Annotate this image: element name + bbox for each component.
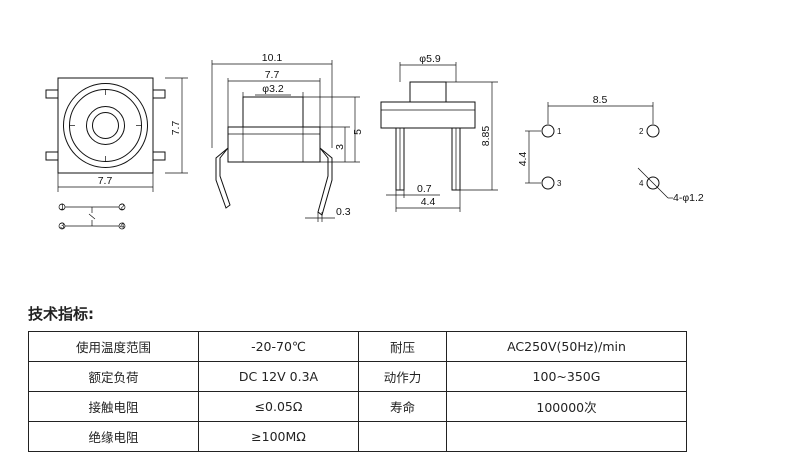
technical-drawing: 7.7 7.7 1 2 3 4 10.1 [45, 52, 704, 231]
schematic-pin-2: 2 [120, 203, 125, 212]
pcb-layout: 1 2 3 4 8.5 4.4 4-φ1.2 [517, 94, 704, 204]
side-view-height-dim: 5 [352, 129, 364, 135]
spec-label: 耐压 [358, 331, 447, 362]
top-view-height-dim: 7.7 [170, 121, 182, 136]
pcb-hole-dim: 4-φ1.2 [673, 192, 704, 204]
spec-value: AC250V(50Hz)/min [446, 331, 687, 362]
side-view-overall-dim: 10.1 [262, 52, 283, 64]
spec-value: 100000次 [446, 391, 687, 422]
spec-value: ≥100MΩ [198, 421, 359, 452]
spec-label: 动作力 [358, 361, 447, 392]
spec-value: DC 12V 0.3A [198, 361, 359, 392]
pcb-pin-1: 1 [557, 127, 562, 136]
spec-label: 额定负荷 [28, 361, 199, 392]
switch-schematic: 1 2 3 4 [58, 203, 126, 231]
spec-label: 绝缘电阻 [28, 421, 199, 452]
side-view-lead-dim: 0.3 [336, 206, 351, 218]
schematic-pin-4: 4 [120, 222, 125, 231]
pcb-pin-2: 2 [639, 127, 644, 136]
front-view-pitch-dim: 4.4 [421, 196, 436, 208]
spec-table: 使用温度范围 -20-70℃ 耐压 AC250V(50Hz)/min 额定负荷 … [28, 331, 687, 452]
table-row: 额定负荷 DC 12V 0.3A 动作力 100~350G [28, 361, 687, 392]
schematic-pin-1: 1 [60, 203, 65, 212]
spec-value [446, 421, 687, 452]
front-view-height-dim: 8.85 [480, 126, 492, 147]
spec-label: 使用温度范围 [28, 331, 199, 362]
front-view-cap-dim: φ5.9 [419, 53, 441, 65]
spec-label: 寿命 [358, 391, 447, 422]
table-row: 接触电阻 ≤0.05Ω 寿命 100000次 [28, 391, 687, 422]
pcb-pin-3: 3 [557, 179, 562, 188]
table-row: 绝缘电阻 ≥100MΩ [28, 421, 687, 452]
pcb-pin-4: 4 [639, 179, 644, 188]
pcb-y-pitch-dim: 4.4 [517, 152, 529, 167]
front-view: φ5.9 8.85 0.7 4.4 [380, 53, 498, 212]
spec-value: -20-70℃ [198, 331, 359, 362]
side-view-body-dim: 7.7 [265, 69, 280, 81]
top-view: 7.7 7.7 [45, 77, 188, 192]
spec-label: 接触电阻 [28, 391, 199, 422]
top-view-width-dim: 7.7 [98, 175, 113, 187]
side-view: 10.1 7.7 φ3.2 3 5 0.3 [211, 52, 364, 222]
table-row: 使用温度范围 -20-70℃ 耐压 AC250V(50Hz)/min [28, 331, 687, 362]
spec-title: 技术指标: [28, 305, 94, 323]
spec-value: 100~350G [446, 361, 687, 392]
spec-label [358, 421, 447, 452]
side-view-stem-dim: φ3.2 [262, 83, 284, 95]
side-view-body-height-dim: 3 [334, 144, 346, 150]
schematic-pin-3: 3 [60, 222, 65, 231]
spec-value: ≤0.05Ω [198, 391, 359, 422]
front-view-lead-width-dim: 0.7 [417, 183, 432, 195]
pcb-x-pitch-dim: 8.5 [593, 94, 608, 106]
